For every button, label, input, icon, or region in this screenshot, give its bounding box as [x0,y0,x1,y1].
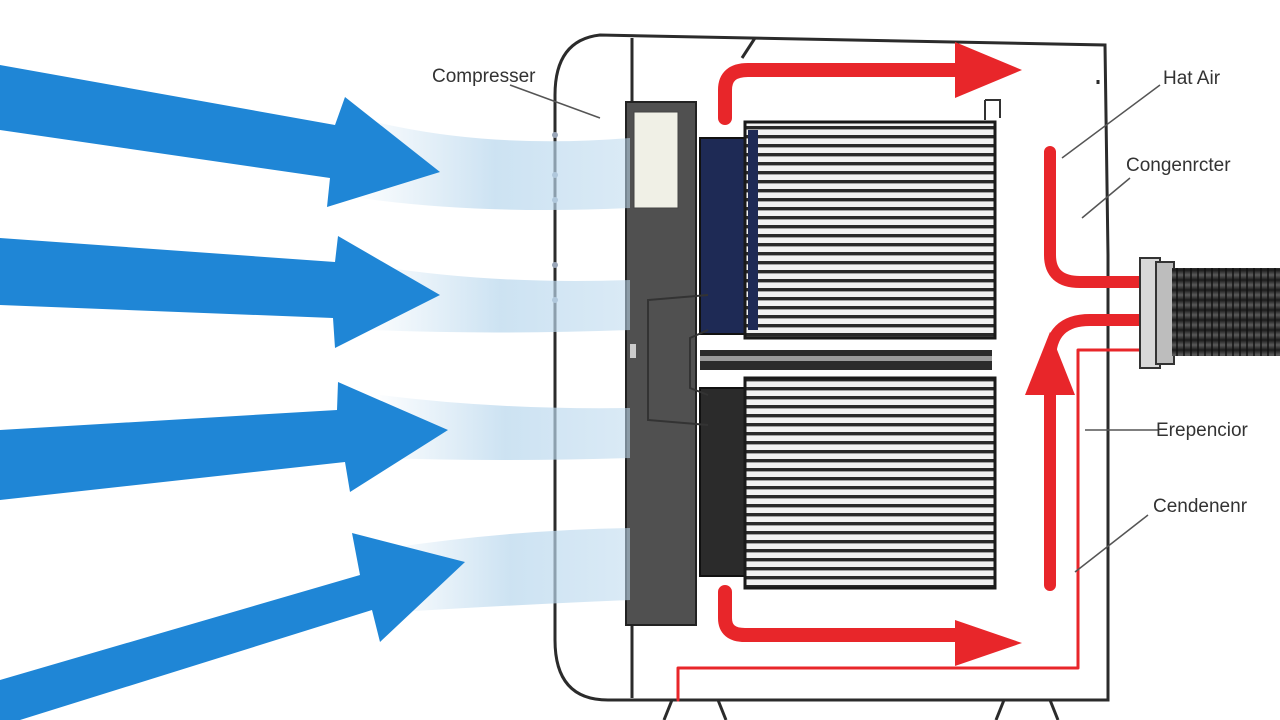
evaporator-label: Erepencior [1156,420,1248,441]
exhaust-hose [1139,257,1280,369]
red-arrow-right-icon [955,42,1022,666]
front-panel [625,101,697,626]
condenser-top-label: Congenrcter [1126,155,1231,176]
blue-arrow-right-icon [0,65,465,720]
leader-lines [509,84,1161,573]
red-arrow-up-icon [1025,332,1075,395]
condenser-bottom-label: Cendenenr [1153,496,1248,517]
evaporator-coil [743,376,997,590]
hot-air-label: Hat Air [1163,68,1221,89]
cool-air-streams [360,118,630,612]
compressor-label: Compresser [432,66,536,87]
unit-feet [662,699,1060,720]
condenser-coil [743,120,997,340]
internal-wiring [647,99,1001,426]
center-divider [700,350,992,370]
